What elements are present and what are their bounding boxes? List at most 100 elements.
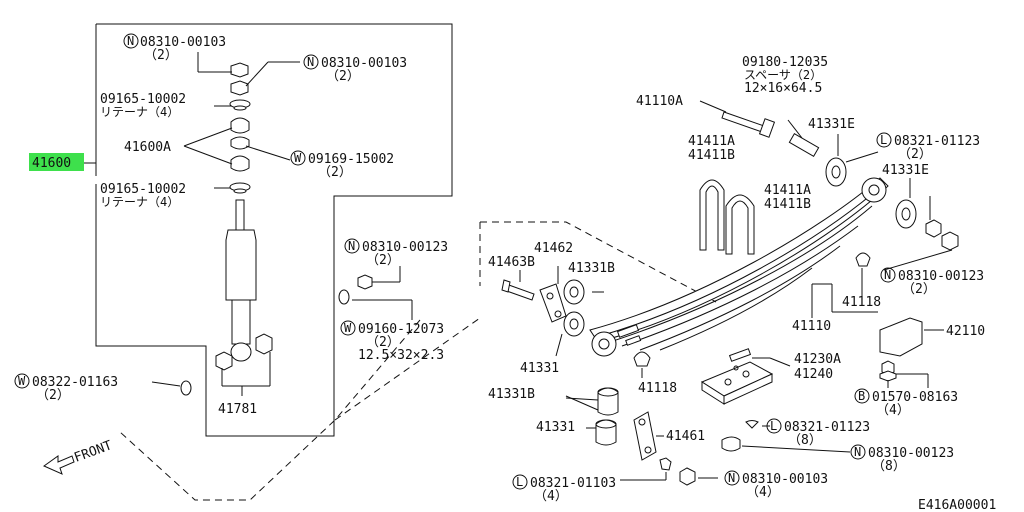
svg-text:08310-00123: 08310-00123 (868, 446, 954, 461)
part-label-41411A-b[interactable]: 41411A (764, 183, 811, 198)
part-label-41600A[interactable]: 41600A (124, 140, 171, 155)
stud-41240[interactable] (728, 348, 752, 362)
part-label-41461[interactable]: 41461 (666, 429, 705, 444)
part-label-41331B-b[interactable]: 41331B (488, 387, 535, 402)
part-label-41463B[interactable]: 41463B (488, 255, 535, 270)
part-label-42110[interactable]: 42110 (946, 324, 985, 339)
svg-text:リテーナ（4）: リテーナ（4） (100, 195, 179, 209)
part-label-41411B-b[interactable]: 41411B (764, 197, 811, 212)
washer-09160[interactable] (338, 289, 350, 305)
part-label-41230A[interactable]: 41230A (794, 352, 841, 367)
svg-text:N: N (348, 239, 355, 253)
svg-text:L: L (880, 133, 887, 147)
callout-01570-08163[interactable]: B 01570-08163 （4） (854, 388, 958, 418)
svg-text:N: N (307, 55, 314, 69)
shock-assembly-frame (95, 23, 453, 437)
svg-text:N: N (884, 268, 891, 282)
callout-08321-01123-top[interactable]: L 08321-01123 （2） (876, 132, 980, 162)
shackle-plate-41461[interactable] (633, 411, 657, 461)
washer-08321-bottom[interactable] (659, 457, 672, 471)
part-label-41118-a[interactable]: 41118 (842, 295, 881, 310)
callout-08310-00123-bottom[interactable]: N 08310-00123 （8） (850, 444, 954, 474)
washer-08321-middle[interactable] (745, 420, 759, 429)
nut-08310-00123[interactable] (357, 274, 373, 290)
callout-09180-12035[interactable]: 09180-12035 スペーサ（2） 12×16×64.5 (742, 55, 828, 96)
svg-text:01570-08163: 01570-08163 (872, 390, 958, 405)
part-label-41411B-a[interactable]: 41411B (688, 148, 735, 163)
svg-text:（8）: （8） (872, 459, 906, 474)
svg-text:（4）: （4） (534, 489, 568, 504)
leaf-spring-41110[interactable] (589, 177, 889, 357)
svg-text:N: N (728, 471, 735, 485)
callout-08321-01123-middle[interactable]: L 08321-01123 （8） (766, 418, 870, 448)
svg-text:08322-01163: 08322-01163 (32, 375, 118, 390)
washer-08322[interactable] (180, 380, 192, 396)
part-label-41781[interactable]: 41781 (218, 402, 257, 417)
svg-text:L: L (516, 475, 523, 489)
part-label-41110A[interactable]: 41110A (636, 94, 683, 109)
callout-08310-00123-right[interactable]: N 08310-00123 （2） (880, 267, 984, 297)
spacer-09180[interactable] (788, 132, 820, 158)
svg-text:08321-01123: 08321-01123 (894, 134, 980, 149)
nut-08310-middle[interactable] (721, 436, 741, 452)
svg-text:08310-00123: 08310-00123 (362, 240, 448, 255)
callout-09165-10002-top[interactable]: 09165-10002 リテーナ（4） (100, 92, 186, 119)
svg-text:08310-00103: 08310-00103 (742, 472, 828, 487)
svg-text:12.5×32×2.3: 12.5×32×2.3 (358, 348, 444, 363)
callout-08321-01103[interactable]: L 08321-01103 （4） (512, 474, 616, 504)
bushing-41331B-a[interactable] (563, 279, 585, 305)
svg-text:W: W (294, 151, 302, 165)
svg-text:08321-01103: 08321-01103 (530, 476, 616, 491)
callout-08310-00123-shock[interactable]: N 08310-00123 （2） (344, 238, 448, 268)
bolt-41110A[interactable] (721, 111, 776, 138)
part-label-41331E-a[interactable]: 41331E (808, 117, 855, 132)
svg-text:W: W (344, 321, 352, 335)
part-label-41118-b[interactable]: 41118 (638, 381, 677, 396)
part-41600-highlight[interactable] (29, 153, 84, 171)
shock-absorber[interactable] (215, 62, 273, 371)
part-label-41462[interactable]: 41462 (534, 241, 573, 256)
callout-09169-15002[interactable]: W 09169-15002 （2） (290, 150, 394, 180)
callout-08310-00103-top[interactable]: N 08310-00103 （2） (123, 33, 226, 63)
part-label-41331E-b[interactable]: 41331E (882, 163, 929, 178)
part-label-41600[interactable]: 41600 (32, 156, 71, 171)
bushing-41331E-a[interactable] (825, 157, 847, 187)
callout-09165-10002-bottom[interactable]: 09165-10002 リテーナ（4） (100, 182, 186, 209)
callout-08310-00103-bottom[interactable]: N 08310-00103 （4） (724, 470, 828, 500)
callout-08322-01163[interactable]: W 08322-01163 （2） (14, 373, 118, 403)
part-label-41331-a[interactable]: 41331 (520, 361, 559, 376)
shackle-41462[interactable] (539, 283, 567, 323)
svg-text:（8）: （8） (788, 433, 822, 448)
svg-text:08310-00123: 08310-00123 (898, 269, 984, 284)
plate-41230A[interactable] (700, 361, 774, 405)
callout-08310-00103-right[interactable]: N 08310-00103 （2） (303, 54, 407, 84)
svg-text:L: L (770, 419, 777, 433)
bushing-41331-b[interactable] (595, 419, 617, 446)
part-label-41331-b[interactable]: 41331 (536, 420, 575, 435)
svg-text:09160-12073: 09160-12073 (358, 322, 444, 337)
svg-text:FRONT: FRONT (72, 438, 114, 466)
part-label-41331B-a[interactable]: 41331B (568, 261, 615, 276)
part-label-41110[interactable]: 41110 (792, 319, 831, 334)
nut-08321-right[interactable] (925, 219, 942, 238)
svg-text:09165-10002: 09165-10002 (100, 92, 186, 107)
bumper-41118-b[interactable] (633, 351, 651, 367)
bracket-42110[interactable] (879, 317, 923, 382)
bumper-41118-a[interactable] (855, 252, 871, 267)
part-label-41411A-a[interactable]: 41411A (688, 134, 735, 149)
part-label-41240[interactable]: 41240 (794, 367, 833, 382)
nut-08310-bottom[interactable] (679, 467, 696, 486)
svg-text:B: B (858, 389, 865, 403)
svg-text:（4）: （4） (746, 485, 780, 500)
callout-09160-12073[interactable]: W 09160-12073 （2） 12.5×32×2.3 (340, 320, 444, 363)
svg-text:（2）: （2） (902, 282, 936, 297)
nut-08310-right[interactable] (941, 231, 959, 251)
bolt-41463B[interactable] (501, 279, 535, 301)
bushing-41331E-b[interactable] (895, 199, 917, 229)
bushing-41331-a[interactable] (563, 311, 585, 337)
u-bolt-41411A-a[interactable] (699, 179, 725, 251)
bushing-41331B-b[interactable] (597, 387, 619, 416)
svg-text:09169-15002: 09169-15002 (308, 152, 394, 167)
u-bolt-41411A-b[interactable] (725, 194, 755, 255)
